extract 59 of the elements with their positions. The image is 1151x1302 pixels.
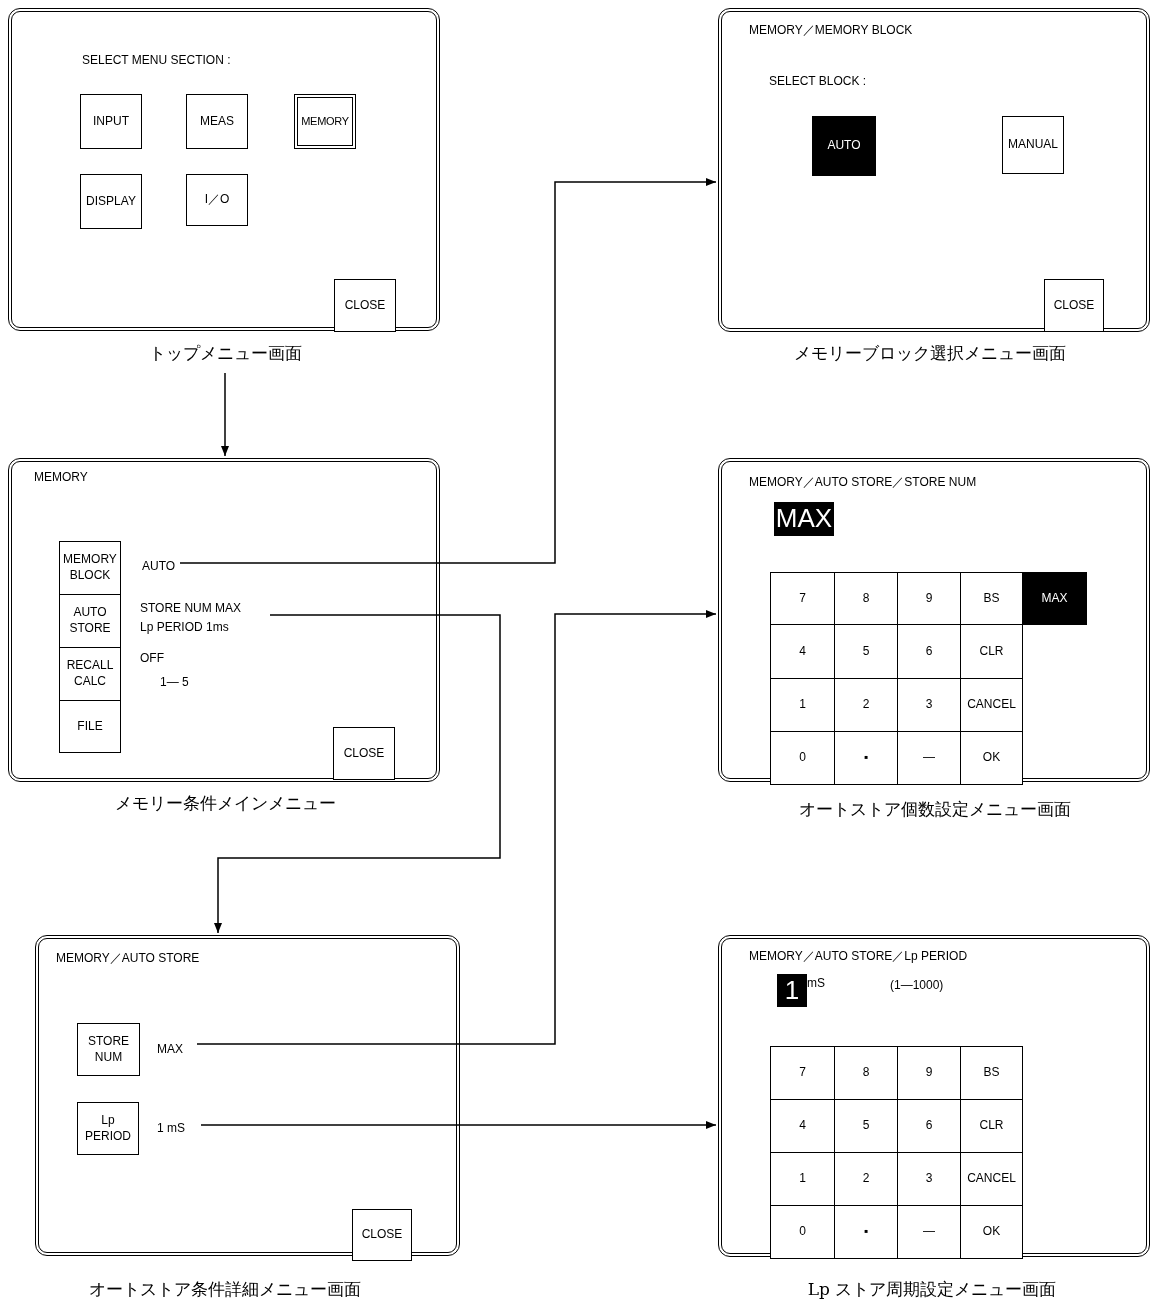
menu-button: CLOSE — [352, 1209, 412, 1261]
screen-frame — [718, 8, 1150, 332]
setting-text: 1— 5 — [160, 675, 189, 689]
setting-text: (1—1000) — [890, 978, 944, 992]
menu-button: DISPLAY — [80, 174, 142, 229]
setting-value: 1 mS — [157, 1121, 201, 1137]
menu-button: FILE — [59, 700, 121, 753]
screen-title: MEMORY／AUTO STORE／Lp PERIOD — [749, 948, 968, 965]
key-button: 0 — [770, 731, 835, 785]
screen-frame — [8, 8, 440, 331]
setting-text: OFF — [140, 651, 164, 665]
menu-button: MEMORY BLOCK — [59, 541, 121, 595]
menu-button: I／O — [186, 174, 248, 226]
screen-caption: オートストア条件詳細メニュー画面 — [89, 1278, 361, 1301]
key-button: 0 — [770, 1205, 835, 1259]
screen-caption: メモリーブロック選択メニュー画面 — [794, 342, 1066, 365]
key-button: BS — [960, 1046, 1023, 1100]
screen-caption: Lp ストア周期設定メニュー画面 — [807, 1278, 1057, 1301]
screen-title: SELECT MENU SECTION : — [82, 53, 231, 67]
menu-button: MANUAL — [1002, 116, 1064, 174]
menu-button: INPUT — [80, 94, 142, 149]
arrow — [221, 372, 229, 457]
menu-button: RECALL CALC — [59, 647, 121, 701]
key-button: 7 — [770, 1046, 835, 1100]
setting-text: STORE NUM MAX — [140, 601, 243, 617]
screen-frame — [8, 458, 440, 782]
arrow — [196, 610, 717, 1045]
prompt-text: SELECT BLOCK : — [769, 74, 867, 88]
arrow — [179, 178, 717, 564]
setting-value: MAX — [157, 1042, 197, 1058]
screen-frame — [718, 458, 1150, 782]
screen-caption: トップメニュー画面 — [148, 342, 302, 365]
setting-value: AUTO — [142, 559, 182, 575]
screen-title: MEMORY／AUTO STORE／STORE NUM — [749, 474, 977, 491]
screen-frame — [718, 935, 1150, 1257]
key-button: OK — [960, 731, 1023, 785]
menu-button: AUTO — [812, 116, 876, 176]
value-display: 1 — [777, 974, 807, 1007]
key-button: 7 — [770, 572, 835, 625]
screen-title: MEMORY／AUTO STORE — [56, 950, 200, 967]
menu-button: STORE NUM — [77, 1023, 140, 1076]
unit-text: mS — [807, 976, 825, 990]
menu-button: CLOSE — [1044, 279, 1104, 332]
screen-caption: オートストア個数設定メニュー画面 — [799, 798, 1071, 821]
key-button: MAX — [1022, 572, 1087, 625]
key-button: OK — [960, 1205, 1023, 1259]
menu-button: AUTO STORE — [59, 594, 121, 648]
value-display: MAX — [774, 502, 834, 536]
screen-caption: メモリー条件メインメニュー — [114, 792, 336, 815]
screen-title: MEMORY／MEMORY BLOCK — [749, 22, 913, 39]
menu-button: MEMORY — [294, 94, 356, 149]
arrow — [200, 1121, 717, 1129]
menu-button: CLOSE — [333, 727, 395, 780]
arrow — [214, 614, 501, 934]
setting-text: Lp PERIOD 1ms — [140, 620, 230, 636]
menu-button: Lp PERIOD — [77, 1102, 139, 1155]
menu-button: CLOSE — [334, 279, 396, 332]
screen-title: MEMORY — [34, 470, 88, 484]
menu-button: MEAS — [186, 94, 248, 149]
